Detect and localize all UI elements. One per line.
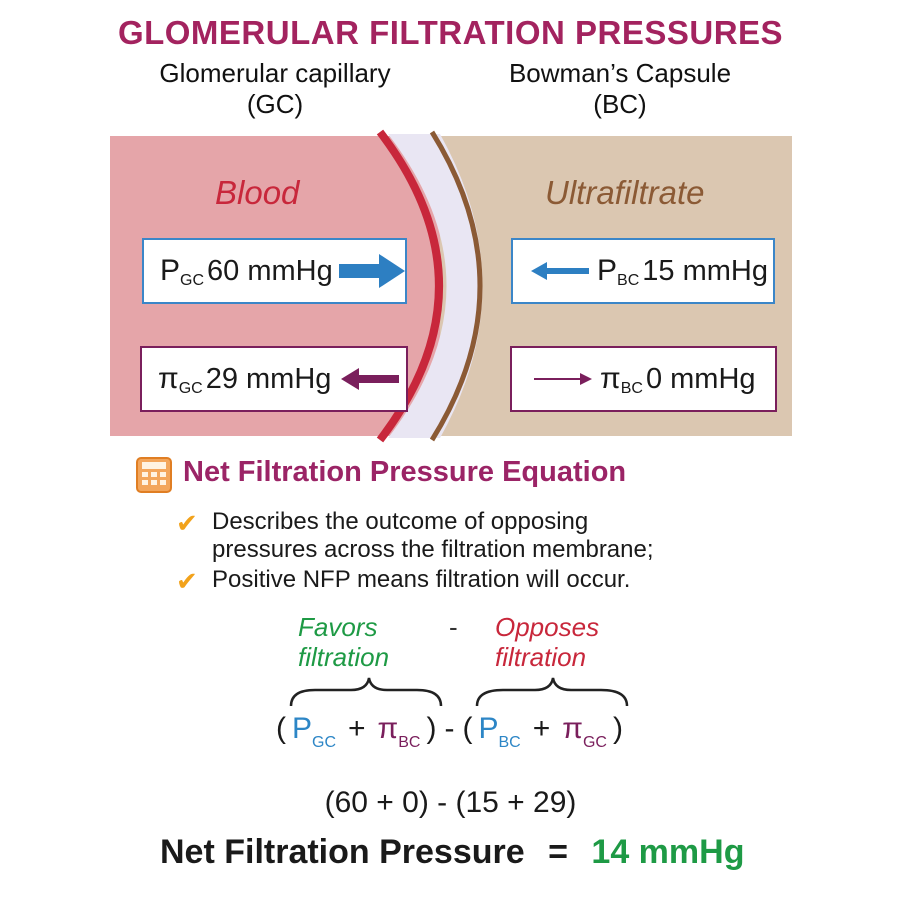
plus-sign: + [348, 712, 366, 745]
p-bc-symbol: P [597, 254, 618, 287]
favors-line1: Favors [298, 612, 378, 642]
checkmark-icon: ✔ [176, 508, 198, 538]
arrow-right-icon [338, 254, 405, 288]
p-gc-value: 60 mmHg [207, 254, 333, 287]
favors-brace [289, 677, 443, 707]
p-bc-subscript: BC [617, 272, 640, 289]
gc-header-line1: Glomerular capillary [159, 58, 391, 88]
p-symbol: P [292, 712, 313, 745]
pi-gc-box: π GC 29 mmHg [140, 346, 408, 412]
minus-sign: - [449, 612, 458, 642]
favors-filtration-label: Favors filtration [298, 612, 389, 672]
opposes-line1: Opposes [495, 612, 600, 642]
result-line: Net Filtration Pressure = 14 mmHg [160, 833, 744, 872]
p-gc-box: P GC 60 mmHg [142, 238, 407, 304]
calculation-line: (60 + 0) - (15 + 29) [324, 786, 577, 819]
calculator-icon [136, 457, 172, 493]
braces [289, 677, 629, 707]
favors-line2: filtration [298, 642, 390, 672]
bc-header: Bowman’s Capsule (BC) [470, 58, 770, 120]
pi-symbol: π [377, 712, 399, 745]
open-paren: ( [462, 712, 473, 745]
gc-subscript: GC [312, 734, 337, 751]
result-value: 14 mmHg [591, 833, 745, 871]
gc-subscript: GC [582, 734, 607, 751]
bullet-1-line2: pressures across the filtration membrane… [212, 536, 654, 563]
p-gc-subscript: GC [180, 272, 205, 289]
pi-bc-subscript: BC [620, 380, 643, 397]
open-paren: ( [276, 712, 286, 745]
checkmark-icon: ✔ [176, 566, 198, 596]
bullet-1: Describes the outcome of opposing pressu… [212, 508, 654, 564]
pi-bc-value: 0 mmHg [645, 362, 756, 395]
p-gc-symbol: P [160, 254, 181, 287]
membrane-gap [388, 134, 483, 438]
bc-header-line2: (BC) [593, 89, 647, 119]
opposes-brace [475, 677, 629, 707]
plus-sign: + [532, 712, 551, 745]
p-symbol: P [478, 712, 499, 745]
pi-symbol: π [562, 712, 583, 745]
capsule-wall [429, 130, 483, 442]
equals-sign: = [548, 833, 568, 871]
bc-header-line1: Bowman’s Capsule [508, 58, 732, 88]
bullet-2: Positive NFP means filtration will occur… [212, 566, 631, 593]
close-paren: ) [426, 712, 437, 745]
p-bc-box: P BC 15 mmHg [511, 238, 775, 304]
bc-subscript: BC [498, 734, 521, 751]
p-bc-value: 15 mmHg [642, 254, 768, 287]
gc-header: Glomerular capillary (GC) [125, 58, 425, 120]
bullet-1-line1: Describes the outcome of opposing [212, 508, 589, 535]
opposes-filtration-label: Opposes filtration [495, 612, 599, 672]
arrow-left-icon [531, 262, 589, 280]
opposes-line2: filtration [495, 642, 587, 672]
section-heading: Net Filtration Pressure Equation [183, 456, 627, 488]
gc-header-line2: (GC) [246, 89, 304, 119]
pi-gc-subscript: GC [178, 380, 203, 397]
page-title: GLOMERULAR FILTRATION PRESSURES [117, 14, 784, 51]
blood-label: Blood [215, 174, 300, 211]
bc-subscript: BC [398, 734, 421, 751]
close-paren: ) [612, 712, 623, 745]
pi-bc-box: π BC 0 mmHg [510, 346, 777, 412]
pi-bc-symbol: π [600, 362, 621, 395]
result-label: Net Filtration Pressure [160, 833, 525, 871]
symbolic-equation: ( P GC + π BC ) - ( P BC + π GC ) [276, 712, 623, 751]
minus-sign: - [444, 712, 455, 745]
pi-gc-symbol: π [158, 362, 179, 395]
arrow-right-icon [534, 373, 592, 385]
ultrafiltrate-label: Ultrafiltrate [545, 174, 705, 211]
arrow-left-icon [341, 368, 400, 390]
pi-gc-value: 29 mmHg [205, 362, 332, 395]
